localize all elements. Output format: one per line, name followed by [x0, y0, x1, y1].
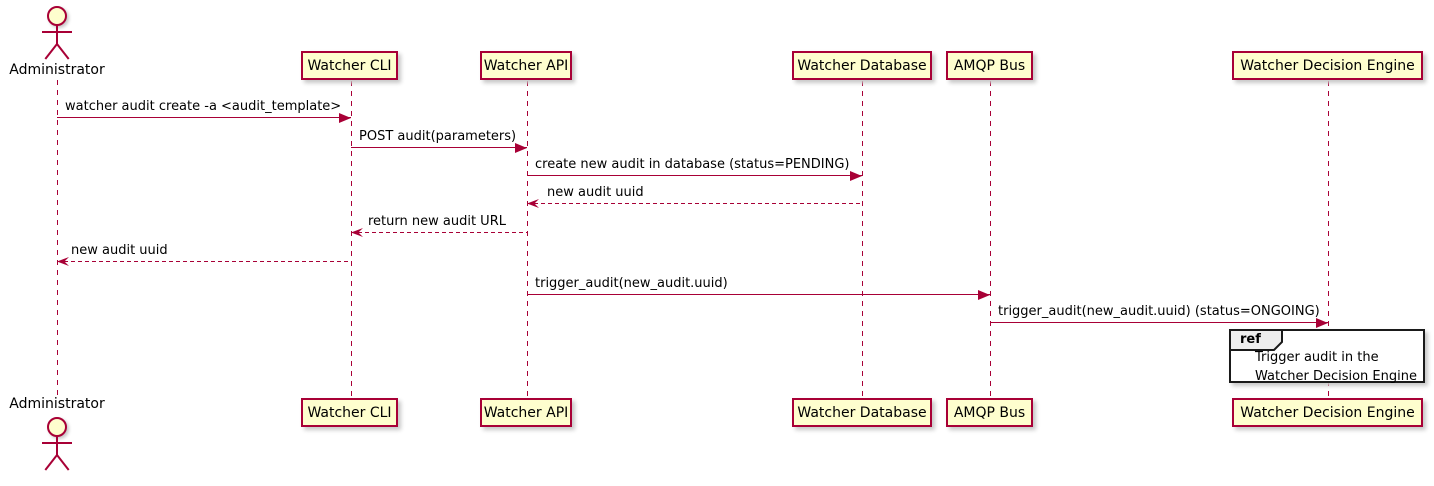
arrowhead-left-icon	[351, 228, 363, 237]
participant-watcher-cli-bottom: Watcher CLI	[301, 398, 398, 427]
arrowhead-right-icon	[515, 143, 527, 153]
lifeline-watcher-decision-engine	[1328, 81, 1329, 398]
message-line	[990, 322, 1328, 323]
arrowhead-left-icon	[57, 257, 69, 266]
message-line	[527, 175, 862, 176]
arrowhead-right-icon	[978, 290, 990, 300]
message-line	[527, 294, 990, 295]
actor-head-icon	[47, 6, 67, 26]
message-line	[57, 261, 351, 262]
ref-keyword: ref	[1240, 332, 1261, 347]
participant-label: Watcher API	[483, 57, 569, 74]
lifeline-administrator	[57, 80, 58, 397]
participant-label: Watcher CLI	[307, 57, 392, 74]
participant-label: Watcher API	[483, 404, 569, 421]
participant-watcher-cli-top: Watcher CLI	[301, 51, 398, 80]
message-label: new audit uuid	[71, 243, 168, 258]
message-label: return new audit URL	[368, 214, 506, 229]
participant-watcher-database-top: Watcher Database	[792, 51, 932, 80]
ref-text-line2: Watcher Decision Engine	[1255, 369, 1417, 384]
participant-watcher-api-top: Watcher API	[480, 51, 572, 80]
ref-fragment: ref Trigger audit in the Watcher Decisio…	[1229, 329, 1425, 386]
participant-label: AMQP Bus	[953, 57, 1026, 74]
actor-arms	[42, 31, 72, 33]
participant-label: Watcher Decision Engine	[1240, 404, 1415, 421]
message-label: create new audit in database (status=PEN…	[535, 157, 850, 172]
arrowhead-right-icon	[339, 113, 351, 123]
actor-body	[56, 25, 58, 45]
message-label: new audit uuid	[547, 185, 644, 200]
arrowhead-right-icon	[850, 171, 862, 181]
arrowhead-right-icon	[1316, 318, 1328, 328]
message-new-audit-uuid-admin: new audit uuid	[57, 238, 351, 266]
message-post-audit: POST audit(parameters)	[351, 124, 527, 153]
message-line	[351, 232, 527, 233]
actor-body	[56, 436, 58, 456]
message-create-audit-db: create new audit in database (status=PEN…	[527, 152, 862, 181]
actor-right-leg	[56, 454, 70, 471]
actor-left-leg	[44, 43, 58, 60]
participant-amqp-bus-bottom: AMQP Bus	[946, 398, 1033, 427]
participant-watcher-decision-engine-bottom: Watcher Decision Engine	[1232, 398, 1423, 427]
participant-label: Watcher CLI	[307, 404, 392, 421]
message-label: trigger_audit(new_audit.uuid)	[535, 276, 728, 291]
ref-tab-shape	[1229, 329, 1283, 351]
lifeline-watcher-cli	[351, 81, 352, 398]
actor-left-leg	[44, 454, 58, 471]
participant-label: Watcher Decision Engine	[1240, 57, 1415, 74]
participant-amqp-bus-top: AMQP Bus	[946, 51, 1033, 80]
participant-label: Watcher Database	[797, 404, 927, 421]
ref-text: Trigger audit in the Watcher Decision En…	[1255, 348, 1417, 386]
actor-label: Administrator	[9, 396, 105, 412]
message-return-audit-url: return new audit URL	[351, 209, 527, 237]
participant-watcher-database-bottom: Watcher Database	[792, 398, 932, 427]
message-line	[57, 117, 351, 118]
message-trigger-audit-ongoing: trigger_audit(new_audit.uuid) (status=ON…	[990, 299, 1328, 328]
message-label: POST audit(parameters)	[359, 129, 517, 144]
message-trigger-audit: trigger_audit(new_audit.uuid)	[527, 271, 990, 300]
actor-head-icon	[47, 417, 67, 437]
lifeline-watcher-database	[862, 81, 863, 398]
actor-right-leg	[56, 43, 70, 60]
lifeline-watcher-api	[527, 81, 528, 398]
message-line	[527, 203, 862, 204]
message-label: trigger_audit(new_audit.uuid) (status=ON…	[998, 304, 1320, 319]
participant-label: AMQP Bus	[953, 404, 1026, 421]
participant-watcher-api-bottom: Watcher API	[480, 398, 572, 427]
message-label: watcher audit create -a <audit_template>	[65, 99, 342, 114]
actor-arms	[42, 442, 72, 444]
participant-watcher-decision-engine-top: Watcher Decision Engine	[1232, 51, 1423, 80]
message-line	[351, 147, 527, 148]
arrowhead-left-icon	[527, 199, 539, 208]
message-audit-create: watcher audit create -a <audit_template>	[57, 94, 351, 123]
message-new-audit-uuid-db: new audit uuid	[527, 180, 862, 208]
participant-label: Watcher Database	[797, 57, 927, 74]
ref-text-line1: Trigger audit in the	[1255, 350, 1379, 365]
lifeline-amqp-bus	[990, 81, 991, 398]
actor-label: Administrator	[9, 62, 105, 78]
